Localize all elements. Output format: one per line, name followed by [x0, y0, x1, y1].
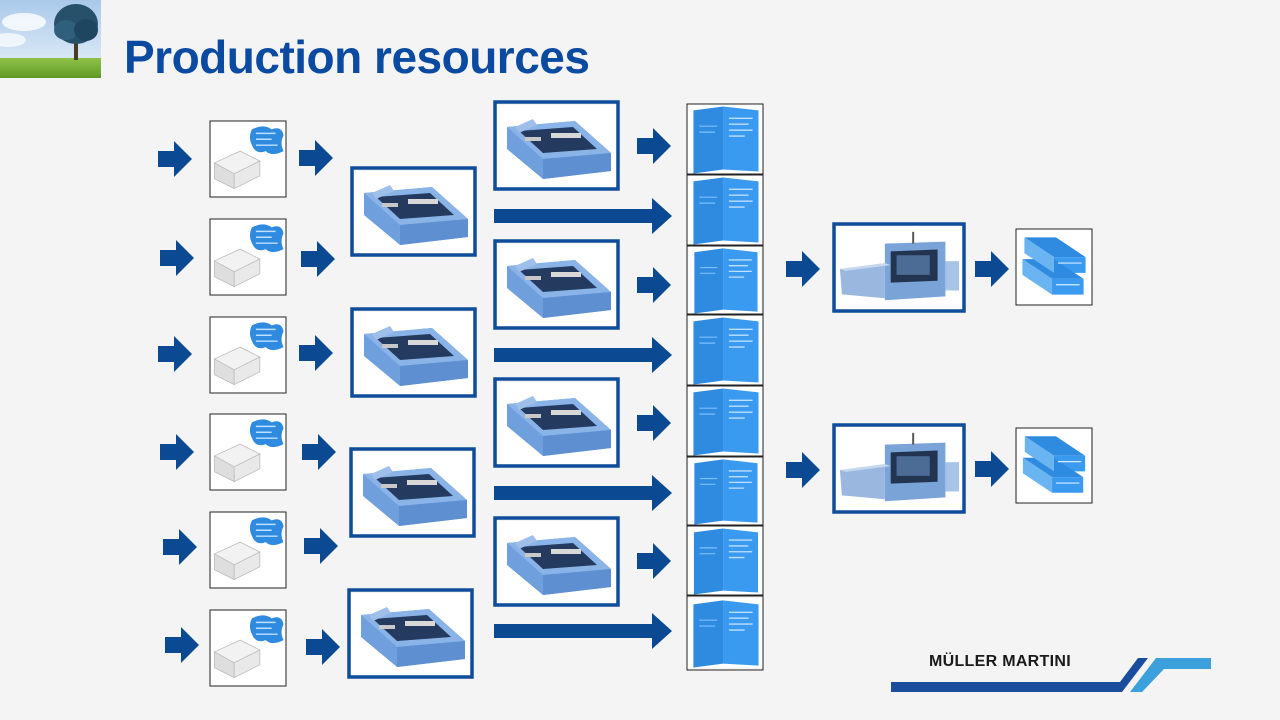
flow-arrow [160, 434, 194, 470]
flow-arrow [165, 627, 199, 663]
input-arrows [158, 141, 199, 663]
flow-arrow [299, 140, 333, 176]
flow-arrow [637, 128, 671, 164]
tree-photo [0, 0, 101, 78]
flow-arrow [306, 629, 340, 665]
flow-arrow [637, 267, 671, 303]
secondary-machine [493, 239, 620, 330]
flow-arrow [637, 405, 671, 441]
flow-arrow [975, 451, 1009, 487]
binding-machine [832, 423, 966, 514]
page-title: Production resources [124, 31, 590, 83]
input-sheet-stack [209, 120, 287, 198]
long-flow-arrow [494, 475, 672, 511]
secondary-machines-column [493, 100, 620, 607]
final-arrows [975, 251, 1009, 487]
flow-arrow [786, 452, 820, 488]
binder-arrows [786, 251, 820, 488]
book-block [686, 456, 764, 526]
book-block [686, 525, 764, 596]
input-sheet-stack [209, 316, 287, 394]
gathering-machine [347, 588, 474, 679]
brand-logo-text: MÜLLER MARTINI [929, 653, 1071, 670]
flow-arrow [160, 240, 194, 276]
book-block [686, 245, 764, 315]
gathering-machine [349, 447, 476, 538]
finished-book [1015, 228, 1093, 306]
flow-arrow [158, 336, 192, 372]
gathering-machine [350, 307, 477, 398]
flow-arrow [158, 141, 192, 177]
flow-arrow [637, 543, 671, 579]
flow-arrow [301, 241, 335, 277]
secondary-machine [493, 516, 620, 607]
book-block [686, 174, 764, 246]
input-sheet-stack [209, 413, 287, 491]
flow-arrow [302, 434, 336, 470]
long-flow-arrow [494, 613, 672, 649]
binding-machines-column [832, 222, 966, 514]
flow-arrow [975, 251, 1009, 287]
flow-arrow [304, 528, 338, 564]
flow-arrow [163, 529, 197, 565]
flow-arrow [786, 251, 820, 287]
book-block [686, 314, 764, 386]
book-blocks-column [686, 103, 764, 671]
finished-book [1015, 427, 1093, 504]
secondary-machine [493, 100, 620, 191]
book-block [686, 595, 764, 671]
gathering-machines-column [347, 166, 477, 679]
gathering-machine [350, 166, 477, 257]
input-sheet-stack [209, 609, 287, 687]
secondary-machine [493, 377, 620, 468]
binding-machine [832, 222, 966, 313]
brand-logo-bars [891, 658, 1211, 692]
input-sheet-stack [209, 511, 287, 589]
finished-products-column [1015, 228, 1093, 504]
long-flow-arrow [494, 198, 672, 234]
input-sheets-column [209, 120, 287, 687]
flow-arrow [299, 335, 333, 371]
long-flow-arrow [494, 337, 672, 373]
post-input-arrows [299, 140, 340, 665]
book-block [686, 103, 764, 175]
book-block [686, 385, 764, 457]
input-sheet-stack [209, 218, 287, 296]
